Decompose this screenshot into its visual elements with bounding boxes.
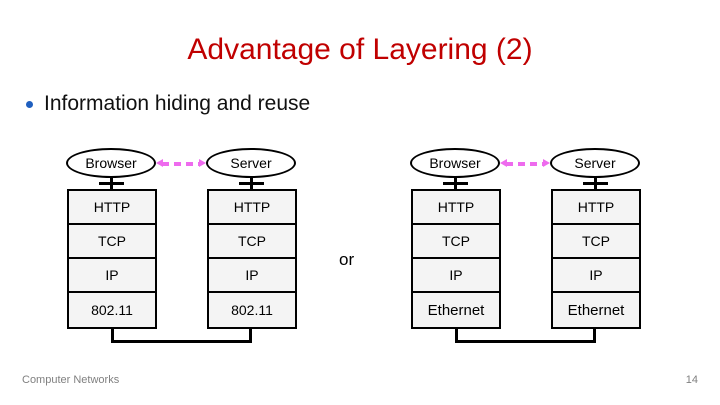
protocol-link-dashed-arrow	[156, 159, 206, 167]
dashed-line	[506, 162, 544, 166]
page-title: Advantage of Layering (2)	[187, 33, 533, 66]
node-label-browser: Browser	[410, 148, 500, 178]
protocol-stack: HTTP TCP IP 802.11	[67, 189, 157, 329]
protocol-stack-diagram-ethernet: Browser HTTP TCP IP Ethernet Server HTTP…	[410, 148, 642, 343]
footer-page-number: 14	[685, 374, 698, 386]
wire-segment-right	[593, 327, 596, 340]
footer-note: Computer Networks	[22, 374, 120, 386]
antenna-crossbar-icon	[239, 182, 264, 185]
protocol-stack: HTTP TCP IP Ethernet	[411, 189, 501, 329]
protocol-link-dashed-arrow	[500, 159, 550, 167]
physical-link-wire	[111, 327, 252, 343]
node-label-server: Server	[550, 148, 640, 178]
stack-layer-http: HTTP	[553, 191, 639, 225]
stack-layer-ip: IP	[69, 259, 155, 293]
antenna-crossbar-icon	[583, 182, 608, 185]
stack-layer-http: HTTP	[413, 191, 499, 225]
stack-layer-link: 802.11	[69, 293, 155, 327]
stack-layer-tcp: TCP	[69, 225, 155, 259]
antenna-crossbar-icon	[99, 182, 124, 185]
protocol-stack: HTTP TCP IP Ethernet	[551, 189, 641, 329]
stack-layer-link: Ethernet	[553, 293, 639, 327]
wire-segment-left	[455, 327, 458, 340]
antenna-crossbar-icon	[443, 182, 468, 185]
wire-segment-bottom	[111, 340, 252, 343]
wire-segment-left	[111, 327, 114, 340]
bullet-item: Information hiding and reuse	[26, 92, 310, 116]
stack-layer-ip: IP	[553, 259, 639, 293]
protocol-stack: HTTP TCP IP 802.11	[207, 189, 297, 329]
wire-segment-bottom	[455, 340, 596, 343]
stack-layer-link: 802.11	[209, 293, 295, 327]
wire-segment-right	[249, 327, 252, 340]
stack-layer-tcp: TCP	[553, 225, 639, 259]
bullet-item-label: Information hiding and reuse	[44, 92, 311, 115]
protocol-stack-diagram-wifi: Browser HTTP TCP IP 802.11 Server HTTP T…	[66, 148, 298, 343]
bullet-dot-icon	[26, 100, 33, 108]
stack-layer-http: HTTP	[69, 191, 155, 225]
dashed-line	[162, 162, 200, 166]
stack-layer-tcp: TCP	[209, 225, 295, 259]
node-label-server: Server	[206, 148, 296, 178]
node-label-browser: Browser	[66, 148, 156, 178]
stack-layer-link: Ethernet	[413, 293, 499, 327]
stack-layer-http: HTTP	[209, 191, 295, 225]
stack-layer-tcp: TCP	[413, 225, 499, 259]
physical-link-wire	[455, 327, 596, 343]
stack-layer-ip: IP	[413, 259, 499, 293]
arrow-right-icon	[199, 159, 206, 167]
arrow-right-icon	[543, 159, 550, 167]
arrow-left-icon	[500, 159, 507, 167]
separator-label: or	[339, 250, 355, 269]
arrow-left-icon	[156, 159, 163, 167]
stack-layer-ip: IP	[209, 259, 295, 293]
